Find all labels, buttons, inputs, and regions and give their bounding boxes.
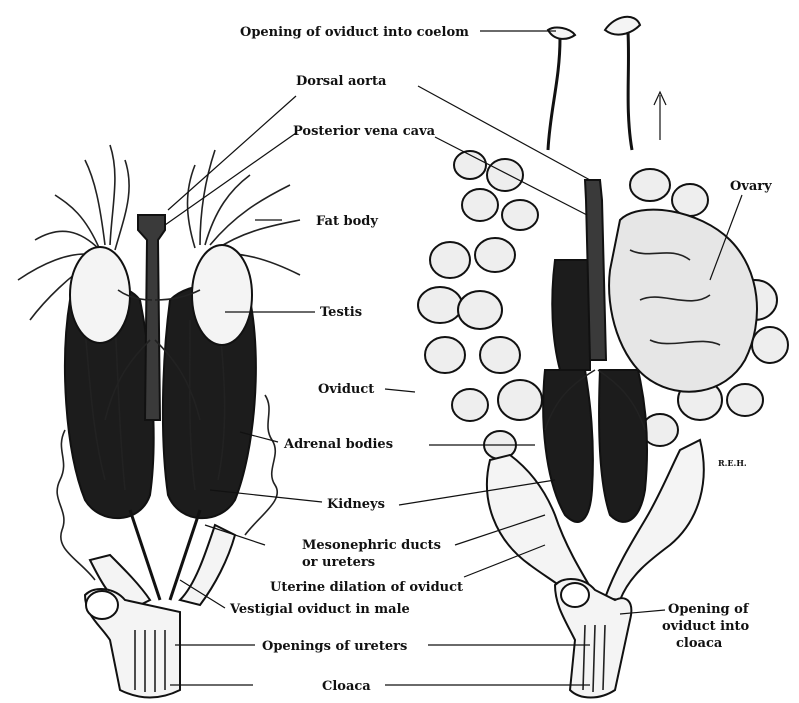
female-specimen	[418, 17, 788, 698]
label-posterior-vena-cava: Posterior vena cava	[293, 124, 436, 139]
female-kidney-right	[599, 370, 647, 522]
label-fat-body: Fat body	[316, 214, 378, 229]
label-adrenal-bodies: Adrenal bodies	[283, 437, 393, 452]
male-testis-right	[192, 245, 252, 345]
label-openings-ureters: Openings of ureters	[262, 639, 407, 654]
label-ovary: Ovary	[730, 179, 772, 194]
label-oviduct: Oviduct	[318, 382, 374, 397]
label-vestigial-oviduct: Vestigial oviduct in male	[229, 602, 410, 617]
artist-initials: R.E.H.	[718, 458, 747, 468]
label-dorsal-aorta: Dorsal aorta	[296, 74, 387, 89]
label-opening-oviduct-cloaca-3: cloaca	[676, 636, 723, 651]
label-opening-oviduct-cloaca-1: Opening of	[668, 602, 750, 617]
label-cloaca: Cloaca	[322, 679, 371, 694]
female-kidney-left	[543, 370, 593, 522]
label-opening-oviduct-coelom: Opening of oviduct into coelom	[240, 25, 469, 40]
label-opening-oviduct-cloaca-2: oviduct into	[662, 619, 750, 634]
label-kidneys: Kidneys	[327, 497, 385, 512]
label-mesonephric-ducts: Mesonephric ducts	[302, 538, 441, 553]
female-oviduct-coils-left	[418, 151, 542, 459]
label-testis: Testis	[320, 305, 362, 320]
male-testis-left	[70, 247, 130, 343]
label-or-ureters: or ureters	[302, 555, 375, 570]
label-uterine-dilation: Uterine dilation of oviduct	[270, 580, 463, 595]
